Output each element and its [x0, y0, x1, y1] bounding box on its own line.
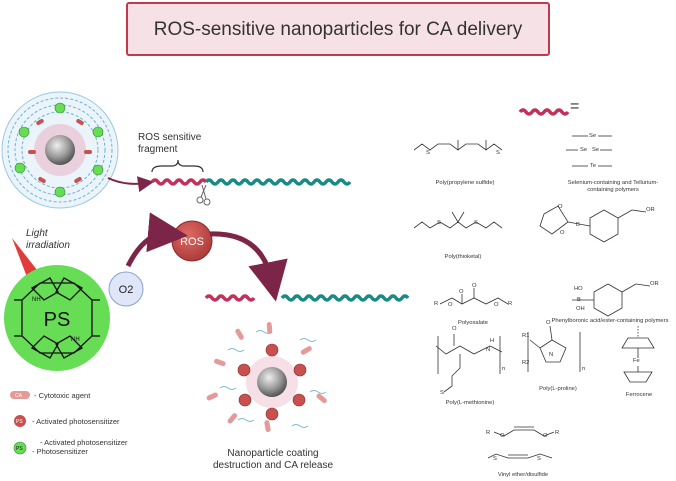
o2-circle: [108, 271, 144, 307]
ps-label: PS: [44, 309, 71, 331]
arrow-ros-to-release: [209, 231, 288, 302]
atom-o-6: O: [494, 302, 499, 308]
activated-ps-icon: [14, 415, 26, 427]
atom-s-4: S: [474, 220, 478, 226]
chem-methionine: Poly(L-methionine): [445, 400, 495, 406]
legend-activated-ps-2: - Activated photosensitizer: [40, 438, 128, 447]
legend-activated-ps: - Activated photosensitizer: [32, 417, 120, 426]
atom-r2: R2: [522, 360, 530, 366]
atom-o-4: O: [459, 289, 464, 295]
cleaved-ros-chain: [204, 294, 256, 302]
chem-oxalate: Polyoxalate: [458, 320, 488, 326]
atom-se-3: Se: [592, 147, 600, 153]
atom-b-1: B: [576, 222, 580, 228]
fragment-brace: [151, 159, 204, 173]
atom-s-3: S: [437, 220, 441, 226]
arrow-to-fragment: [107, 176, 154, 193]
atom-n-sub-1: n: [502, 366, 506, 372]
atom-o-10: O: [543, 433, 548, 439]
atom-o-5: O: [472, 283, 477, 289]
atom-n-2: N: [549, 352, 554, 358]
legend-cytotoxic: - Cytotoxic agent: [34, 391, 91, 400]
nh-label-2: NH: [71, 337, 80, 343]
stable-polymer-chain: [204, 178, 352, 186]
nanoparticle-intact: [1, 91, 119, 209]
chem-pps: Poly(propylene sulfide): [435, 180, 495, 186]
title-box: ROS-sensitive nanoparticles for CA deliv…: [126, 2, 550, 56]
atom-b-2: B: [577, 297, 581, 303]
nh-label: NH: [32, 297, 41, 303]
atom-r-3: R: [486, 430, 491, 436]
ros-fragment-legend-chain: [518, 108, 570, 116]
atom-or-2: OR: [650, 281, 659, 287]
atom-n-sub-2: n: [582, 366, 586, 372]
legend-icons: CA PS PS: [10, 391, 30, 455]
atom-s-1: S: [426, 150, 430, 156]
atom-o-9: O: [500, 433, 505, 439]
atom-o-3: O: [448, 302, 453, 308]
atom-r1: R1: [522, 333, 530, 339]
equals-sign: =: [570, 98, 580, 115]
atom-or-1: OR: [646, 207, 655, 213]
svg-text:CA: CA: [15, 393, 23, 399]
atom-ho: HO: [574, 286, 583, 292]
atom-r-4: R: [555, 430, 560, 436]
chem-se-te: Selenium-containing and Tellurium-contai…: [567, 180, 659, 193]
atom-se-1: Se: [589, 133, 597, 139]
page-title: ROS-sensitive nanoparticles for CA deliv…: [153, 18, 523, 40]
chem-thioketal: Poly(thioketal): [444, 254, 482, 260]
o2-label: O2: [119, 284, 134, 296]
atom-oh: OH: [576, 306, 585, 312]
chem-ferrocene: Ferrocene: [625, 392, 653, 398]
atom-s-2: S: [496, 150, 500, 156]
atom-s-5: S: [440, 390, 444, 396]
ca-pill-icon: [10, 391, 30, 399]
atom-o-8: O: [546, 320, 551, 326]
svg-text:PS: PS: [16, 419, 23, 425]
ros-fragment-label: ROS sensitive fragment: [138, 132, 202, 155]
scissors-icon: [196, 184, 211, 206]
ps-icon: [13, 441, 27, 455]
arrow-o2-to-ros: [125, 212, 188, 268]
atom-r-2: R: [508, 301, 513, 307]
atom-te: Te: [590, 163, 597, 169]
svg-text:PS: PS: [16, 446, 23, 452]
chem-vinyl: Vinyl ether/disulfide: [497, 472, 549, 478]
atom-o-2: O: [560, 230, 565, 236]
chem-boronic: Phenylboronic acid/ester-containing poly…: [551, 318, 669, 324]
atom-fe: Fe: [633, 358, 640, 364]
atom-o-1: O: [558, 204, 563, 210]
atom-s-6: S: [493, 456, 497, 462]
chem-proline: Poly(L-proline): [539, 386, 577, 392]
release-label: Nanoparticle coating destruction and CA …: [212, 448, 334, 471]
atom-o-7: O: [452, 326, 457, 332]
legend-photosensitizer: - Photosensitizer: [32, 447, 88, 456]
light-irradiation-label: Light irradiation: [26, 228, 70, 251]
atom-se-2: Se: [580, 147, 588, 153]
atom-r-1: R: [434, 301, 439, 307]
ros-fragment-chain: [150, 178, 208, 186]
photosensitizer-porphyrin: PS NH NH: [4, 265, 110, 371]
atom-h: H: [490, 338, 495, 344]
ros-label: ROS: [180, 236, 204, 248]
atom-n-1: N: [486, 347, 491, 353]
nanoparticle-released: [206, 322, 327, 433]
atom-s-7: S: [537, 456, 541, 462]
chem-structures: [413, 135, 655, 459]
cleaved-stable-chain: [280, 294, 410, 302]
